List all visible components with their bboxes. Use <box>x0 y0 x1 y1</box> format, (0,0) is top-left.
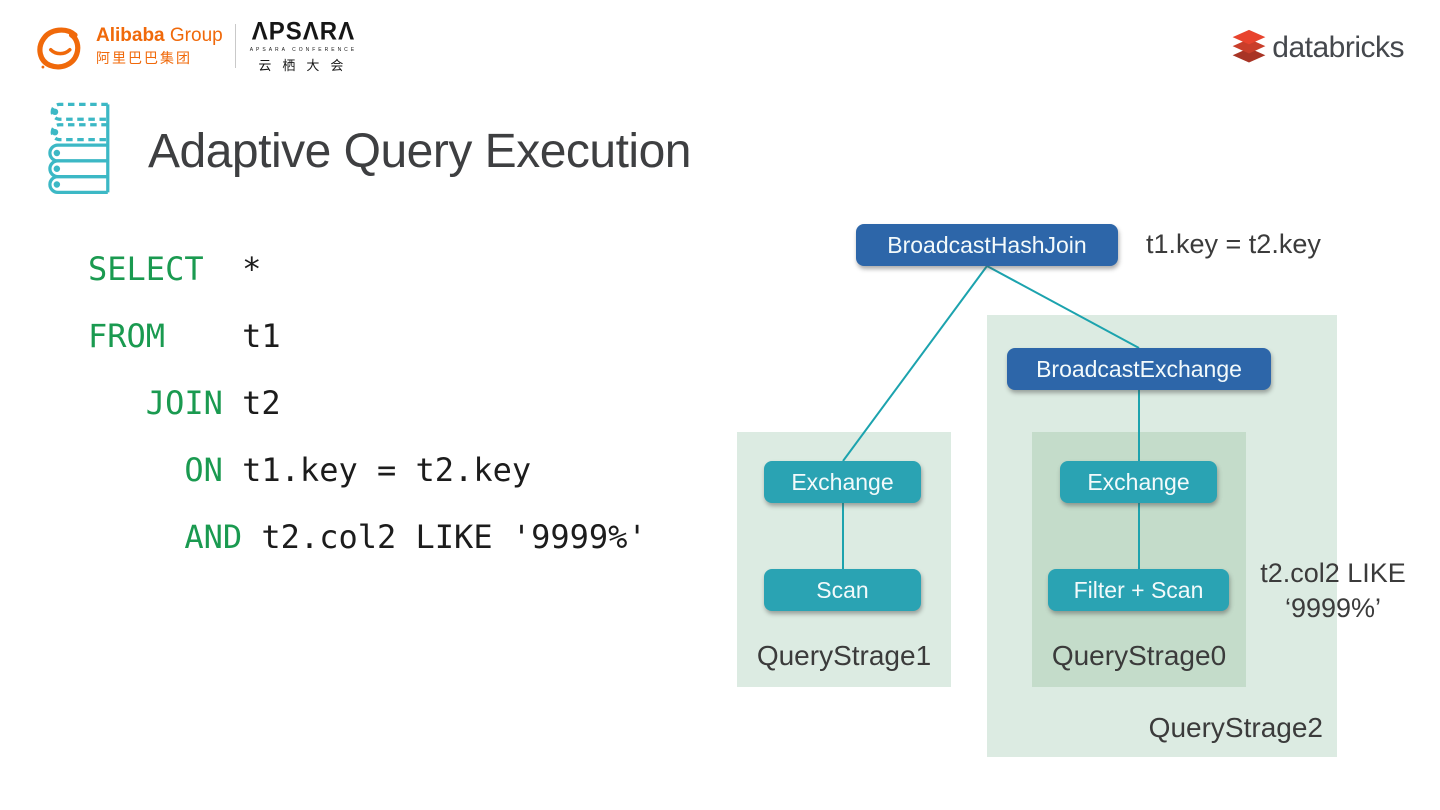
node-broadcast-hash-join: BroadcastHashJoin <box>856 224 1118 266</box>
filter-condition-line2: ‘9999%’ <box>1284 593 1382 623</box>
alibaba-wordmark: Alibaba Group 阿里巴巴集团 <box>96 25 223 68</box>
sql-line: FROM t1 <box>88 317 281 355</box>
databricks-logo-icon <box>1232 29 1266 63</box>
alibaba-name: Alibaba <box>96 24 165 46</box>
label-querystrage0: QueryStrage0 <box>1051 640 1227 671</box>
sql-line: JOIN t2 <box>145 384 281 422</box>
filter-condition-line1: t2.col2 LIKE <box>1260 558 1406 588</box>
page-title: Adaptive Query Execution <box>148 125 691 178</box>
alibaba-chinese: 阿里巴巴集团 <box>96 49 192 66</box>
stacked-list-icon <box>48 102 110 194</box>
apsara-wordmark: ΛPSΛRΛ <box>251 17 356 46</box>
node-exchange-right: Exchange <box>1060 461 1217 503</box>
node-filter-scan: Filter + Scan <box>1048 569 1229 611</box>
databricks-wordmark: databricks <box>1272 31 1404 64</box>
apsara-logo: ΛPSΛRΛ APSARA CONFERENCE 云栖大会 <box>249 17 358 74</box>
node-scan: Scan <box>764 569 921 611</box>
sql-code-block: SELECT * FROM t1 JOIN t2 ON t1.key = t2.… <box>88 236 647 571</box>
apsara-subtitle: APSARA CONFERENCE <box>249 47 358 53</box>
sql-line: ON t1.key = t2.key <box>184 451 532 489</box>
logo-divider <box>234 24 236 68</box>
sql-line: SELECT * <box>88 250 262 288</box>
alibaba-logo-icon <box>37 27 81 70</box>
label-querystrage1: QueryStrage1 <box>756 640 932 671</box>
label-querystrage2: QueryStrage2 <box>1148 712 1323 743</box>
sql-line: AND t2.col2 LIKE '9999%' <box>184 518 647 556</box>
databricks-logo: databricks <box>1230 28 1404 68</box>
apsara-chinese: 云栖大会 <box>258 58 355 73</box>
node-exchange-left: Exchange <box>764 461 921 503</box>
conference-logo-lockup: Alibaba Group 阿里巴巴集团 ΛPSΛRΛ APSARA CONFE… <box>36 17 358 74</box>
node-broadcast-exchange: BroadcastExchange <box>1007 348 1271 390</box>
join-condition-label: t1.key = t2.key <box>1146 229 1321 259</box>
filter-condition-label: t2.col2 LIKE ‘9999%’ <box>1240 556 1426 626</box>
alibaba-group: Group <box>164 24 223 46</box>
